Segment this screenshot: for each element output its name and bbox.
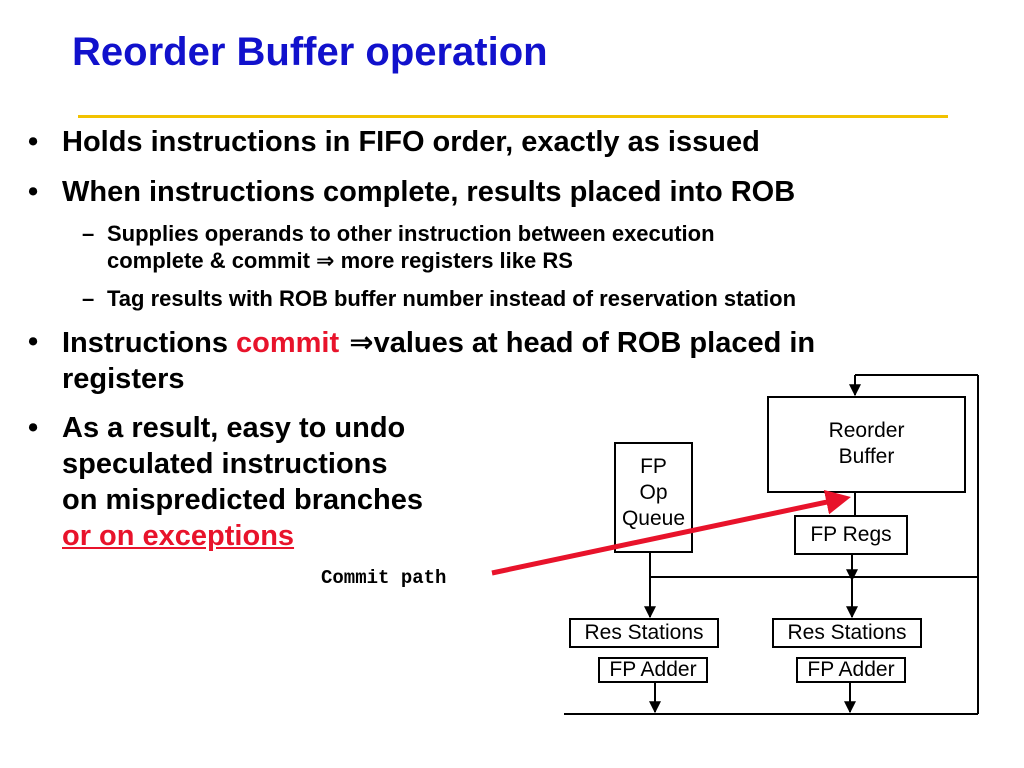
sub-bullet-supplies-line2-pre: complete & commit: [107, 248, 317, 273]
bullet-marker: •: [28, 326, 39, 358]
slide-title: Reorder Buffer operation: [72, 30, 548, 74]
fp-adder-left-label: FP Adder: [609, 658, 697, 681]
bullet-undo-line3: on mispredicted branches: [62, 484, 423, 516]
sub-bullet-supplies-line2-post: more registers like RS: [334, 248, 573, 273]
fp-adder-right-label: FP Adder: [807, 658, 895, 681]
bullet-results-into-rob: When instructions complete, results plac…: [62, 176, 796, 208]
bullet-undo-line1: As a result, easy to undo: [62, 412, 406, 444]
fp-regs-label: FP Regs: [810, 523, 892, 546]
bullet-fifo-order: Holds instructions in FIFO order, exactl…: [62, 126, 760, 158]
sub-bullet-marker: –: [82, 286, 95, 311]
bullet-marker: •: [28, 126, 39, 158]
exceptions-highlight: or on exceptions: [62, 520, 295, 552]
bullet-undo-line2: speculated instructions: [62, 448, 388, 480]
bullet-marker: •: [28, 176, 39, 208]
sub-bullet-tag-results: Tag results with ROB buffer number inste…: [107, 286, 797, 311]
reorder-buffer-label: Reorder Buffer: [768, 418, 965, 470]
fp-op-queue-label-line1: FP: [640, 455, 667, 478]
sub-bullet-supplies-line1: Supplies operands to other instruction b…: [107, 221, 715, 246]
bullet-marker: •: [28, 412, 39, 444]
reorder-buffer-label-line2: Buffer: [838, 445, 895, 468]
fp-op-queue-label-line2: Op: [639, 481, 668, 504]
implies-arrow-icon: ⇒: [339, 325, 374, 359]
sub-bullet-marker: –: [82, 221, 95, 246]
bullet-instructions-commit: Instructions commit ⇒values at head of R…: [62, 324, 815, 397]
sub-bullet-supplies-operands: Supplies operands to other instruction b…: [107, 220, 715, 275]
commit-path-label: Commit path: [321, 567, 447, 589]
implies-arrow-icon: ⇒: [316, 249, 335, 274]
title-underline-divider: [78, 115, 948, 118]
bullet-commit-post: values at head of ROB placed in: [373, 327, 816, 359]
fp-op-queue-label: FP Op Queue: [598, 454, 709, 532]
res-stations-right-label: Res Stations: [787, 621, 907, 644]
res-stations-left-label: Res Stations: [584, 621, 704, 644]
reorder-buffer-label-line1: Reorder: [828, 419, 905, 442]
bullet-commit-line2: registers: [62, 363, 185, 395]
fp-op-queue-label-line3: Queue: [621, 507, 686, 530]
bullet-commit-pre: Instructions: [62, 327, 237, 359]
commit-highlight: commit: [236, 327, 340, 359]
bullet-easy-to-undo: As a result, easy to undo speculated ins…: [62, 410, 423, 554]
